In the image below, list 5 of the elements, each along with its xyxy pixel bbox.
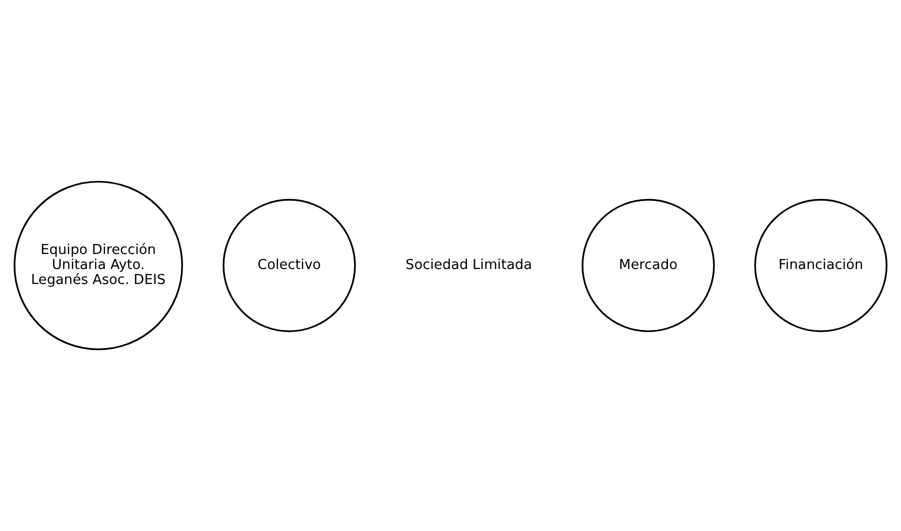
- node-circle: Equipo Dirección Unitaria Ayto. Leganés Asoc. DEIS: [14, 180, 183, 350]
- node-circle: Colectivo: [222, 198, 356, 332]
- node-circle: Financiación: [754, 198, 888, 332]
- label: Sociedad Limitada: [406, 257, 532, 274]
- node-circle: Mercado: [582, 198, 715, 332]
